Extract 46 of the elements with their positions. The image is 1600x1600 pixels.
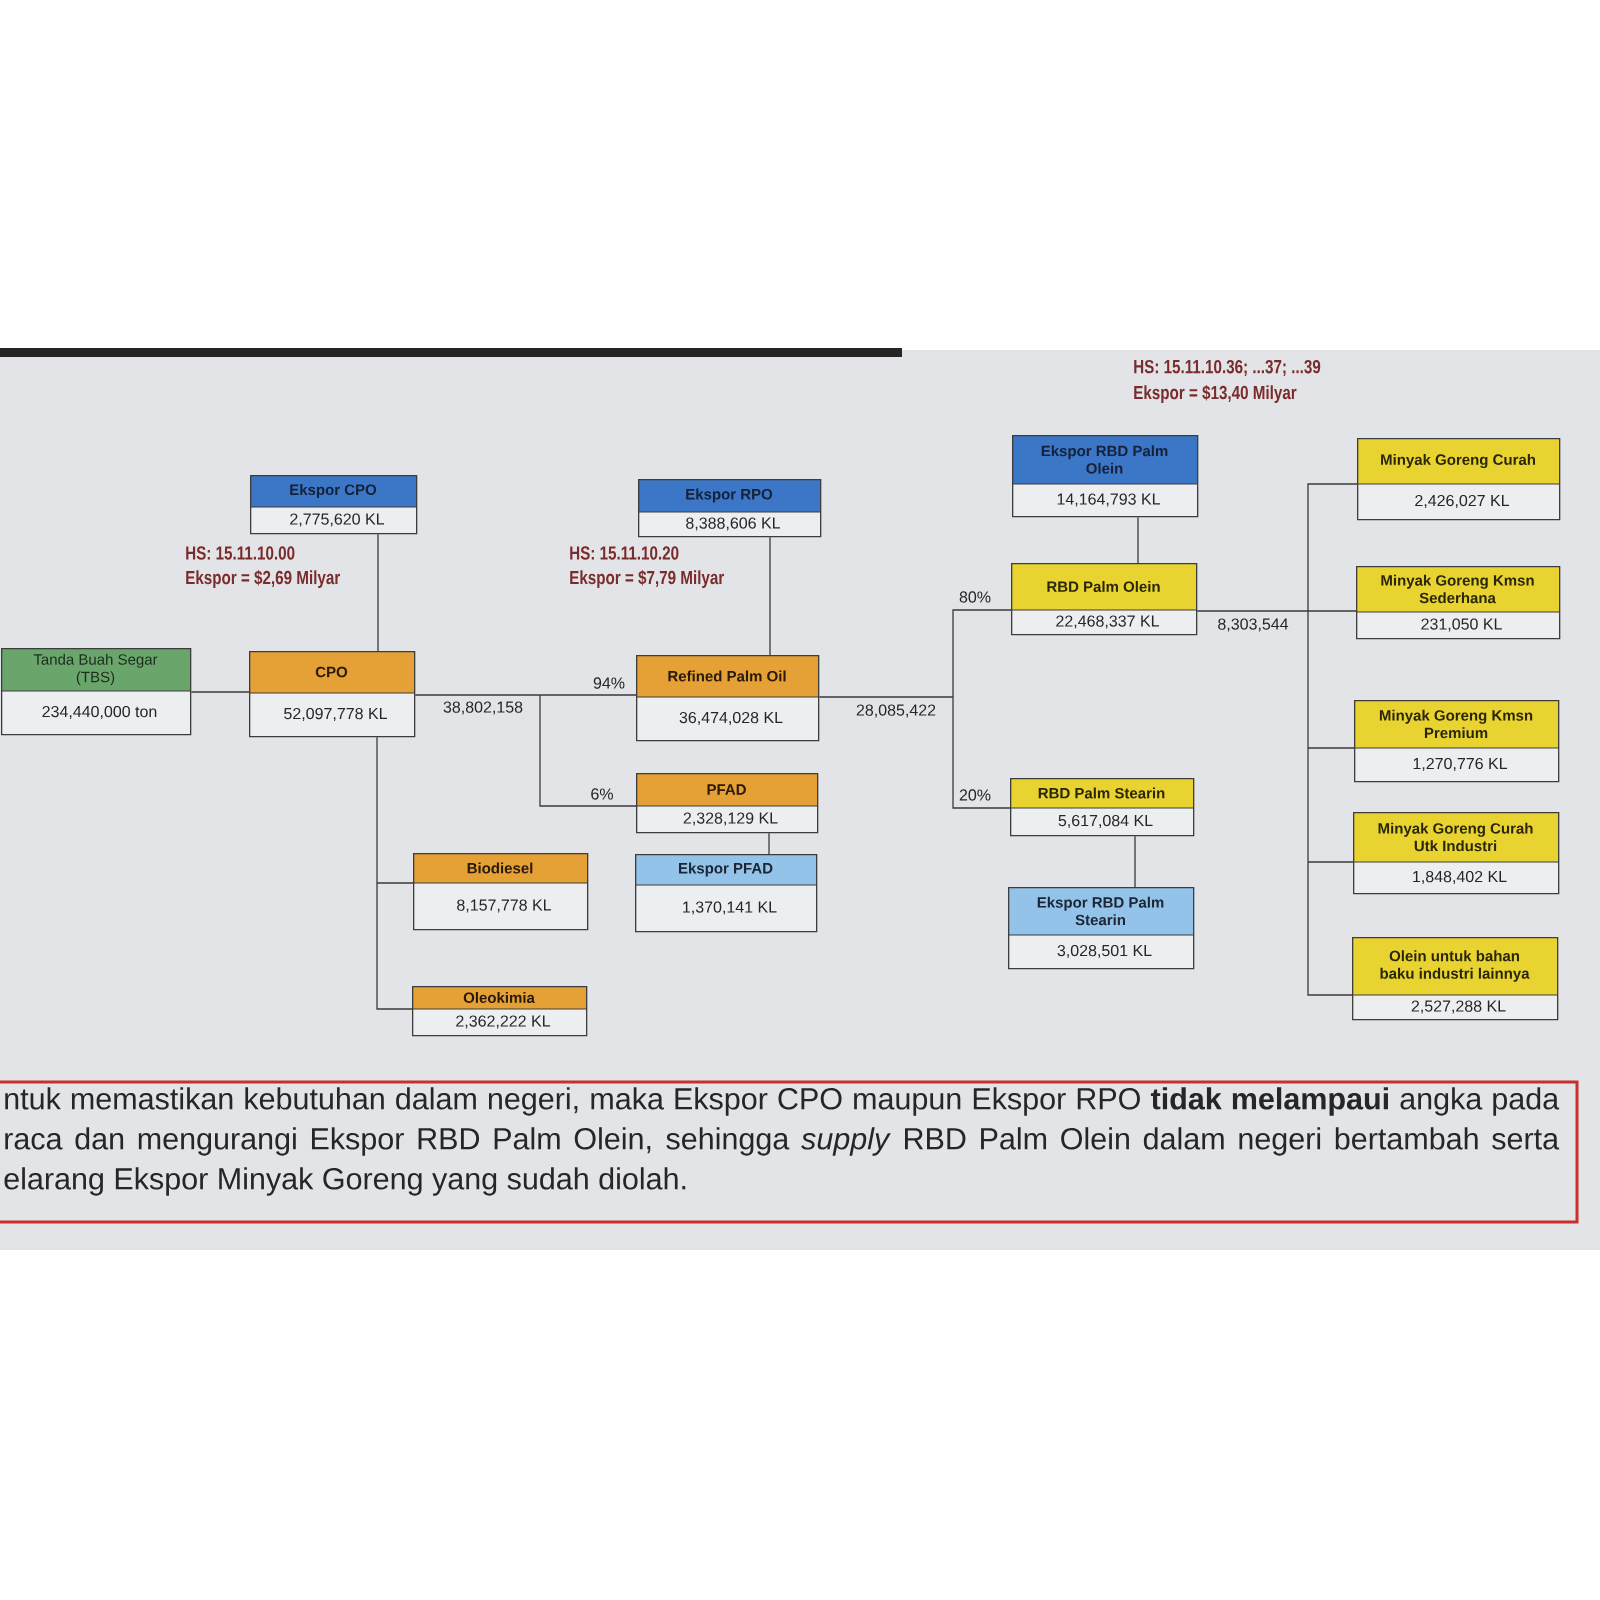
annotation: Ekspor = $13,40 Milyar <box>1134 385 1297 403</box>
connector-line <box>1307 747 1355 749</box>
flow-box: CPO 52,097,778 KL <box>248 651 416 738</box>
flow-box: Minyak Goreng Curah Utk Industri 1,848,402 KL <box>1352 812 1560 895</box>
connector-line <box>1307 861 1353 996</box>
connector-line <box>952 609 1012 698</box>
annotation: Ekspor = $7,79 Milyar <box>570 570 724 588</box>
connector-line <box>376 736 378 884</box>
connector-line <box>377 533 379 652</box>
note-box: ntuk memastikan kebutuhan dalam negeri, maka Ekspor CPO maupun Ekspor RPO tidak melampaui angka pada raca dan mengurangi Ekspor RBD Palm Olein, sehingga supply RBD Palm Olein dalam negeri bertambah serta elarang Ekspor Minyak Goreng yang sudah diolah. <box>0 1080 1579 1224</box>
flow-box: Ekspor RBD Palm Stearin 3,028,501 KL <box>1007 887 1195 970</box>
flow-box: Tanda Buah Segar (TBS) 234,440,000 ton <box>0 648 192 736</box>
annotation: HS: 15.11.10.36; ...37; ...39 <box>1134 359 1321 377</box>
connector-line <box>1196 610 1309 612</box>
connector-line <box>818 696 954 698</box>
connector-line <box>190 691 250 693</box>
connector-line <box>1307 483 1358 612</box>
annotation: Ekspor = $2,69 Milyar <box>186 570 340 588</box>
connector-line <box>1134 835 1136 888</box>
connector-line <box>1137 516 1139 564</box>
flow-box: Ekspor RBD Palm Olein 14,164,793 KL <box>1011 435 1199 518</box>
connector-line <box>376 882 413 1010</box>
connector-line <box>539 694 637 696</box>
flow-box: Minyak Goreng Kmsn Premium 1,270,776 KL <box>1353 700 1560 783</box>
flow-box: Minyak Goreng Curah 2,426,027 KL <box>1356 438 1561 521</box>
flow-box: Oleokimia 2,362,222 KL <box>411 986 588 1037</box>
connector-line <box>1307 861 1354 863</box>
flow-box: Ekspor PFAD 1,370,141 KL <box>634 854 818 933</box>
connector-line <box>952 696 1011 809</box>
annotation: HS: 15.11.10.20 <box>570 546 679 560</box>
flow-box: RBD Palm Stearin 5,617,084 KL <box>1009 778 1195 837</box>
flow-box: Ekspor CPO 2,775,620 KL <box>249 475 418 535</box>
connector-line <box>768 832 770 855</box>
connector-line <box>1307 747 1309 863</box>
connector-line <box>1307 610 1357 612</box>
flow-box: Olein untuk bahan baku industri lainnya 2,527,288 KL <box>1351 937 1559 1021</box>
connector-line <box>1307 610 1309 749</box>
annotation: HS: 15.11.10.00 <box>186 546 295 560</box>
flow-box: Refined Palm Oil 36,474,028 KL <box>635 655 820 742</box>
connector-line <box>769 536 771 656</box>
flow-box: RBD Palm Olein 22,468,337 KL <box>1010 563 1198 636</box>
flow-box: Ekspor RPO 8,388,606 KL <box>637 479 822 538</box>
connector-line <box>376 882 414 884</box>
flow-box: Biodiesel 8,157,778 KL <box>412 853 589 931</box>
flow-box: Minyak Goreng Kmsn Sederhana 231,050 KL <box>1355 566 1561 640</box>
flow-box: PFAD 2,328,129 KL <box>635 773 819 834</box>
